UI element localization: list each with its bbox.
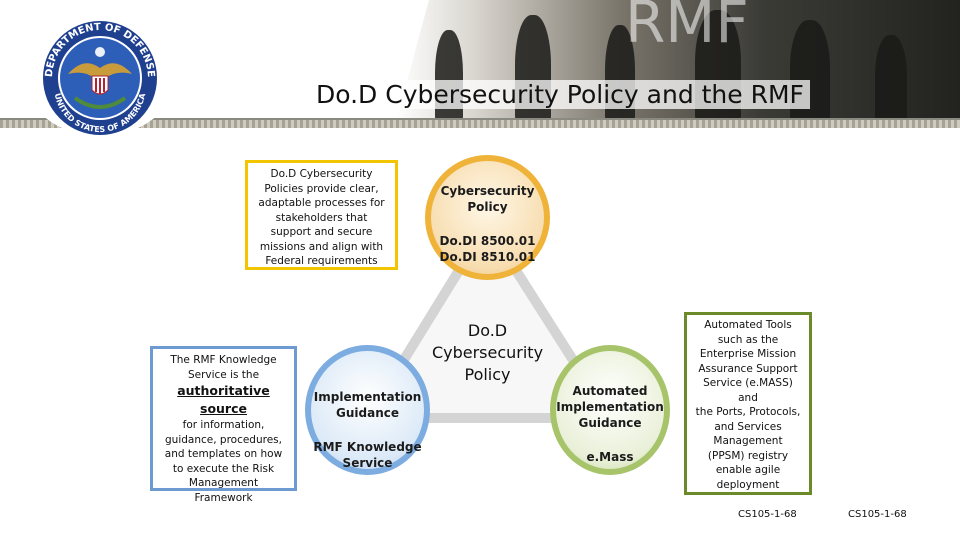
implementation-guidance-circle: Implementation Guidance RMF Knowledge Se… xyxy=(305,345,430,475)
automated-tools-box: Automated Tools such as the Enterprise M… xyxy=(684,312,812,495)
policy-description-box: Do.D Cybersecurity Policies provide clea… xyxy=(245,160,398,270)
cybersecurity-policy-circle: Cybersecurity Policy Do.DI 8500.01 Do.DI… xyxy=(425,155,550,280)
banner-stripe xyxy=(0,120,960,128)
slide-code-left: CS105-1-68 xyxy=(738,509,797,520)
slide-code-right: CS105-1-68 xyxy=(848,509,907,520)
knowledge-service-box: The RMF Knowledge Service is the authori… xyxy=(150,346,297,504)
rmf-watermark: RMF xyxy=(625,0,749,56)
automated-guidance-circle: Automated Implementation Guidance e.Mass xyxy=(550,345,670,475)
dod-seal-logo: DEPARTMENT OF DEFENSE UNITED STATES OF A… xyxy=(25,20,175,136)
authoritative-source-text: authoritative source xyxy=(177,383,270,416)
page-title: Do.D Cybersecurity Policy and the RMF xyxy=(310,80,810,109)
center-policy-label: Do.D Cybersecurity Policy xyxy=(431,321,544,384)
